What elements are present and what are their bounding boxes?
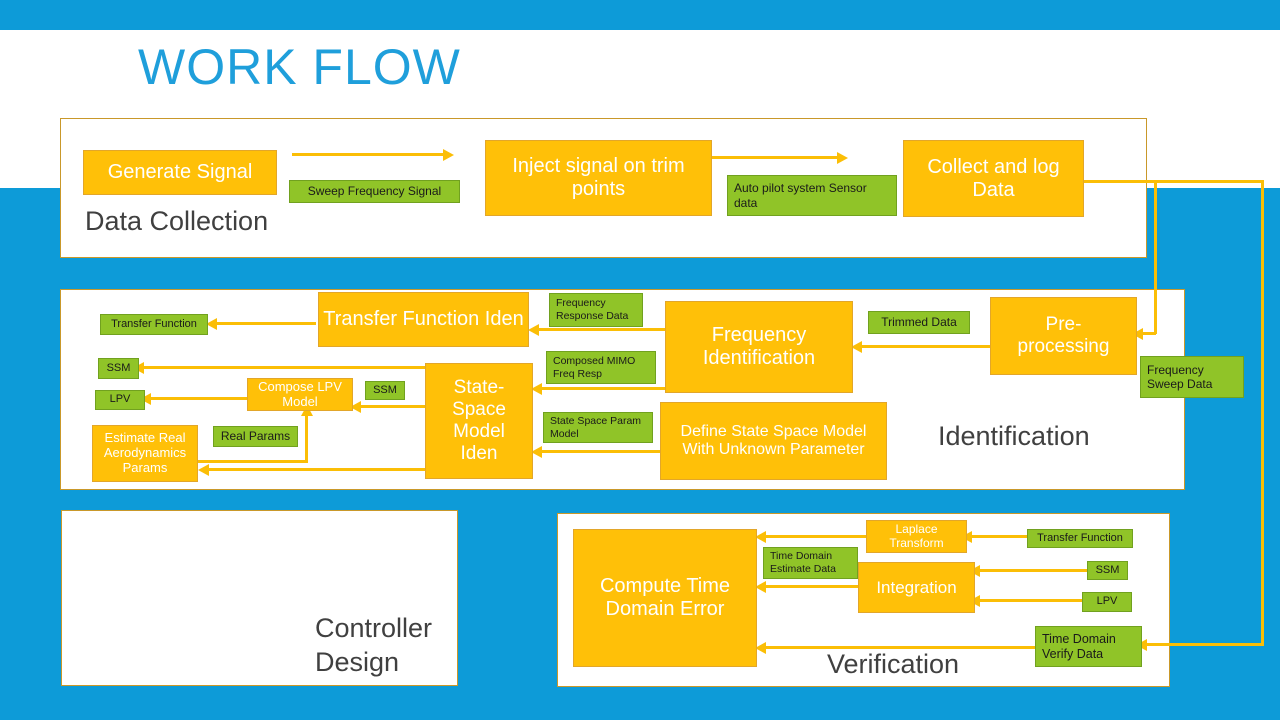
arrow-statespace-to-ssm [143, 366, 425, 369]
node-frequency-identification: Frequency Identification [665, 301, 853, 393]
arrow-estimate-up-to-composelpv [305, 415, 308, 463]
arrow-statespace-to-composelpv [360, 405, 425, 408]
connector-branch-preprocessing-vertical [1154, 181, 1157, 334]
node-state-space-param-model: State Space Param Model [543, 412, 653, 443]
node-inject-signal-on-trim-points: Inject signal on trim points [485, 140, 712, 216]
node-lpv-out: LPV [95, 390, 145, 410]
section-label-verification: Verification [827, 649, 960, 679]
node-lpv-verif: LPV [1082, 592, 1132, 612]
node-compose-lpv-model: Compose LPV Model [247, 378, 353, 411]
arrow-freqident-to-tfiden [538, 328, 665, 331]
connector-right-side-vertical [1261, 181, 1264, 645]
node-state-space-model-iden: State-Space Model Iden [425, 363, 533, 479]
arrow-statespace-to-estimate [208, 468, 425, 471]
section-label-data-collection: Data Collection [85, 206, 269, 236]
node-auto-pilot-system-sensor-data: Auto pilot system Sensor data [727, 175, 897, 216]
arrow-generate-to-inject [292, 153, 444, 156]
node-transfer-function-iden: Transfer Function Iden [318, 292, 529, 347]
node-real-params: Real Params [213, 426, 298, 447]
node-estimate-real-aerodynamics-params: Estimate Real Aerodynamics Params [92, 425, 198, 482]
node-transfer-function-out: Transfer Function [100, 314, 208, 335]
node-define-state-space-model: Define State Space Model With Unknown Pa… [660, 402, 887, 480]
arrow-ssm-to-integration [979, 569, 1087, 572]
node-frequency-sweep-data: Frequency Sweep Data [1140, 356, 1244, 398]
node-collect-and-log-data: Collect and log Data [903, 140, 1084, 217]
connector-estimate-horizontal [198, 460, 308, 463]
node-time-domain-verify-data: Time Domain Verify Data [1035, 626, 1142, 667]
node-ssm-mid: SSM [365, 381, 405, 400]
arrow-into-time-domain-verify-data [1146, 643, 1264, 646]
arrow-laplace-to-compute [765, 535, 866, 538]
section-label-controller-design: Controller Design [315, 613, 433, 677]
node-composed-mimo-freq-resp: Composed MIMO Freq Resp [546, 351, 656, 384]
arrow-lpv-to-integration [979, 599, 1082, 602]
section-label-identification: Identification [938, 421, 1090, 451]
node-ssm-verif: SSM [1087, 561, 1128, 580]
node-time-domain-estimate-data: Time Domain Estimate Data [763, 547, 858, 579]
node-trimmed-data: Trimmed Data [868, 311, 970, 334]
arrow-tfiden-to-transfer-function [216, 322, 316, 325]
node-sweep-frequency-signal: Sweep Frequency Signal [289, 180, 460, 203]
arrow-integration-to-compute [765, 585, 858, 588]
node-integration: Integration [858, 562, 975, 613]
node-compute-time-domain-error: Compute Time Domain Error [573, 529, 757, 667]
arrow-definessm-to-statespace [541, 450, 660, 453]
node-laplace-transform: Laplace Transform [866, 520, 967, 553]
node-ssm-out: SSM [98, 358, 139, 379]
node-pre-processing: Pre-processing [990, 297, 1137, 375]
node-frequency-response-data: Frequency Response Data [549, 293, 643, 327]
arrow-into-preprocessing [1142, 332, 1156, 335]
arrow-composelpv-to-lpv [150, 397, 247, 400]
arrow-transferfunction-to-laplace [971, 535, 1027, 538]
connector-collect-top-horizontal [1083, 180, 1264, 183]
node-transfer-function-verif: Transfer Function [1027, 529, 1133, 548]
arrow-freqident-to-statespace [541, 387, 665, 390]
node-generate-signal: Generate Signal [83, 150, 277, 195]
arrow-verifydata-to-compute [765, 646, 1035, 649]
arrow-inject-to-collect [712, 156, 838, 159]
arrow-preprocessing-to-freqident [861, 345, 990, 348]
page-title: WORK FLOW [138, 39, 461, 95]
panel-controller-design [61, 510, 458, 686]
